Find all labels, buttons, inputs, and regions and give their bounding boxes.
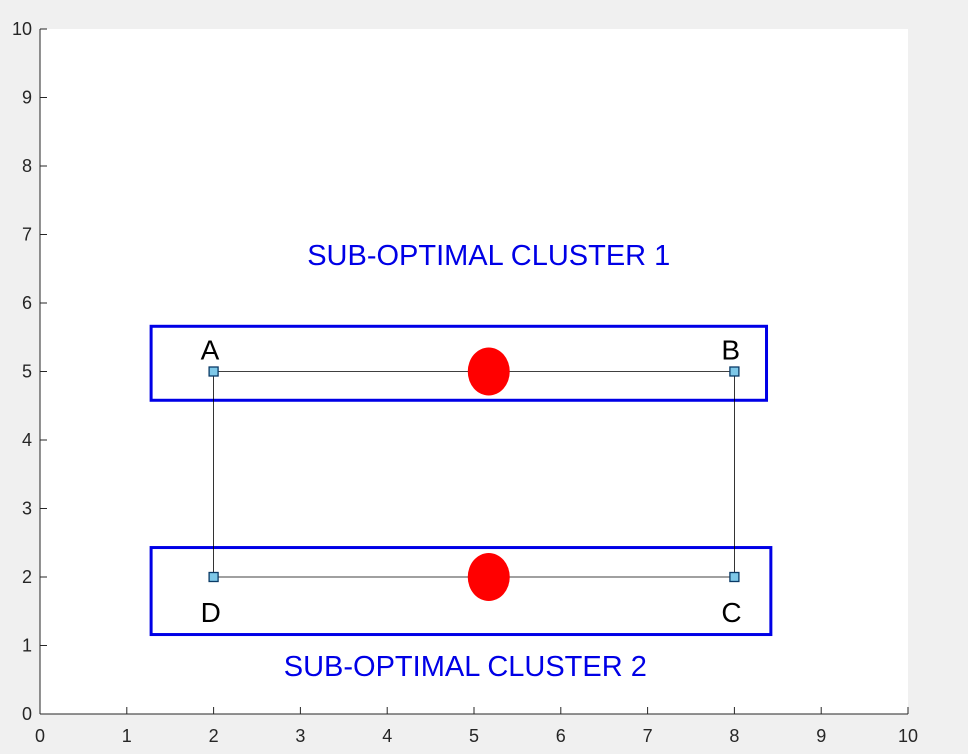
x-tick-label: 5	[469, 726, 479, 746]
cluster-boxes	[149, 324, 773, 637]
y-tick-label: 2	[22, 567, 32, 587]
point-label-c: C	[721, 597, 741, 628]
point-label-a: A	[201, 335, 220, 366]
y-tick-label: 10	[12, 19, 32, 39]
y-tick-label: 3	[22, 499, 32, 519]
centroid-marker-1	[467, 347, 510, 396]
x-tick-label: 8	[729, 726, 739, 746]
centroids	[467, 347, 510, 601]
y-tick-label: 9	[22, 88, 32, 108]
y-tick-label: 1	[22, 636, 32, 656]
x-tick-label: 7	[643, 726, 653, 746]
point-marker-d	[208, 571, 219, 583]
y-tick-label: 5	[22, 362, 32, 382]
x-tick-label: 6	[556, 726, 566, 746]
y-tick-label: 8	[22, 156, 32, 176]
cluster-box-2	[149, 546, 773, 637]
x-tick-label: 1	[122, 726, 132, 746]
cluster-label-1: SUB-OPTIMAL CLUSTER 1	[307, 240, 670, 272]
x-tick-label: 0	[35, 726, 45, 746]
point-marker-c	[729, 571, 740, 583]
point-marker-a	[208, 366, 219, 377]
y-tick-label: 4	[22, 430, 32, 450]
x-tick-label: 2	[209, 726, 219, 746]
x-tick-label: 10	[898, 726, 918, 746]
cluster-label-2: SUB-OPTIMAL CLUSTER 2	[284, 651, 647, 683]
y-ticks: 0 1 2 3 4 5 6 7 8 9 10	[12, 19, 47, 724]
x-tick-label: 9	[816, 726, 826, 746]
centroid-marker-2	[467, 553, 510, 601]
y-tick-label: 6	[22, 293, 32, 313]
x-ticks: 0 1 2 3 4 5 6 7 8 9 10	[35, 707, 918, 746]
x-tick-label: 4	[382, 726, 392, 746]
x-tick-label: 3	[295, 726, 305, 746]
cluster-labels: SUB-OPTIMAL CLUSTER 1 SUB-OPTIMAL CLUSTER…	[284, 240, 671, 683]
cluster-box-1	[149, 324, 769, 402]
point-marker-b	[729, 366, 740, 377]
point-label-d: D	[201, 597, 221, 628]
point-labels: A B C D	[201, 335, 742, 629]
y-tick-label: 0	[22, 704, 32, 724]
data-points	[208, 366, 740, 583]
y-tick-label: 7	[22, 225, 32, 245]
point-label-b: B	[721, 335, 740, 366]
